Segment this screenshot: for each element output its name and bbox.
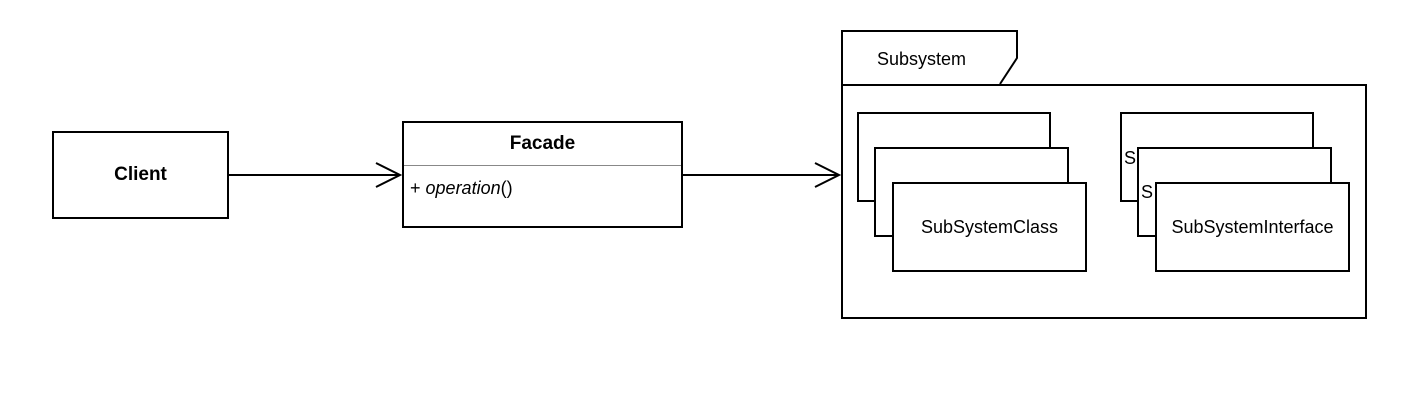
operation-visibility: + xyxy=(410,178,421,198)
subsystem-interface-back-label: S xyxy=(1124,148,1137,168)
operation-parens: () xyxy=(500,178,513,198)
subsystem-class-front[interactable]: SubSystemClass xyxy=(892,182,1087,272)
facade-operation: + operation() xyxy=(404,166,681,199)
client-class[interactable]: Client xyxy=(52,131,229,219)
subsystem-interface-middle-label: S xyxy=(1141,182,1154,202)
operation-name: operation xyxy=(425,178,501,198)
subsystem-package-tab: Subsystem xyxy=(841,30,1017,86)
facade-to-subsystem-arrowhead xyxy=(814,162,842,188)
subsystem-interface-front[interactable]: SubSystemInterface xyxy=(1155,182,1350,272)
client-label: Client xyxy=(114,164,167,185)
facade-class[interactable]: Facade + operation() xyxy=(402,121,683,228)
subsystem-package-label: Subsystem xyxy=(877,48,967,69)
facade-title: Facade xyxy=(404,123,681,166)
subsystem-interface-front-label: SubSystemInterface xyxy=(1171,216,1334,237)
package-tab-corner xyxy=(999,30,1018,85)
subsystem-class-front-label: SubSystemClass xyxy=(920,216,1059,237)
client-to-facade-arrowhead xyxy=(375,162,403,188)
